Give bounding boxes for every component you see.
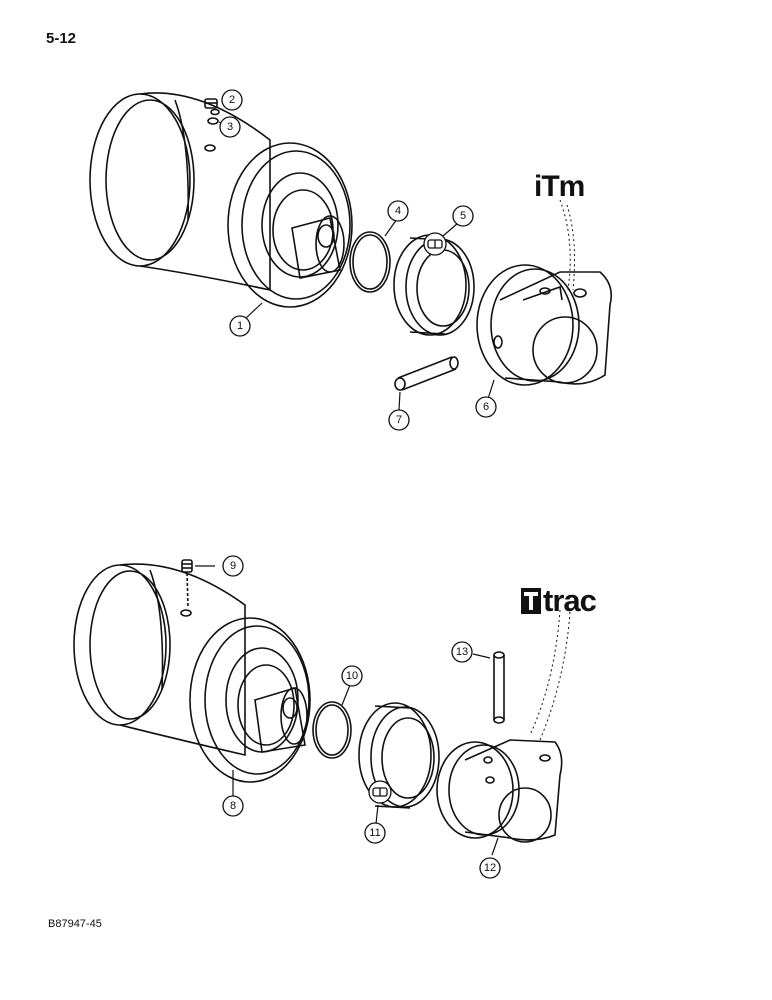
pin-top: [394, 356, 459, 391]
callout-8: [222, 795, 244, 817]
callout-label-12: 12: [484, 862, 496, 874]
plug-top: [204, 98, 218, 109]
trac-brand-logo: trac: [521, 583, 597, 619]
track-roller-top: [89, 92, 353, 308]
pin-bottom: [493, 651, 505, 724]
callout-5: [452, 205, 474, 227]
callout-label-3: 3: [227, 121, 233, 133]
callout-13: [451, 641, 473, 663]
callout-label-6: 6: [483, 401, 489, 413]
callout-label-13: 13: [456, 646, 468, 658]
callout-label-10: 10: [346, 670, 358, 682]
o-ring-bottom: [312, 701, 352, 759]
callout-9: [222, 555, 244, 577]
seal-symbol-icon: [423, 232, 447, 256]
callout-label-7: 7: [396, 414, 402, 426]
callout-3: [219, 116, 241, 138]
callout-label-1: 1: [237, 320, 243, 332]
trac-logo-mark-icon: [521, 588, 541, 614]
callout-12: [479, 857, 501, 879]
callout-label-9: 9: [230, 560, 236, 572]
grease-fitting-bottom: [181, 559, 193, 608]
itm-brand-logo: iTm: [534, 170, 585, 203]
seal-symbol-icon: [368, 780, 392, 804]
callout-label-2: 2: [229, 94, 235, 106]
o-ring-top: [349, 231, 391, 293]
figure-code: B87947-45: [48, 918, 102, 930]
end-collar-top: [476, 264, 613, 386]
callout-1: [229, 315, 251, 337]
page-number: 5-12: [46, 30, 77, 47]
callout-11: [364, 822, 386, 844]
callout-2: [221, 89, 243, 111]
callout-label-8: 8: [230, 800, 236, 812]
callout-label-4: 4: [395, 205, 401, 217]
callout-6: [475, 396, 497, 418]
track-roller-bottom: [73, 563, 311, 783]
callout-10: [341, 665, 363, 687]
callout-4: [387, 200, 409, 222]
callout-7: [388, 409, 410, 431]
seal-ring-bottom: [358, 702, 440, 809]
o-ring-small-top: [207, 117, 219, 125]
callout-label-5: 5: [460, 210, 466, 222]
callout-label-11: 11: [369, 827, 380, 839]
end-collar-bottom: [436, 739, 563, 843]
